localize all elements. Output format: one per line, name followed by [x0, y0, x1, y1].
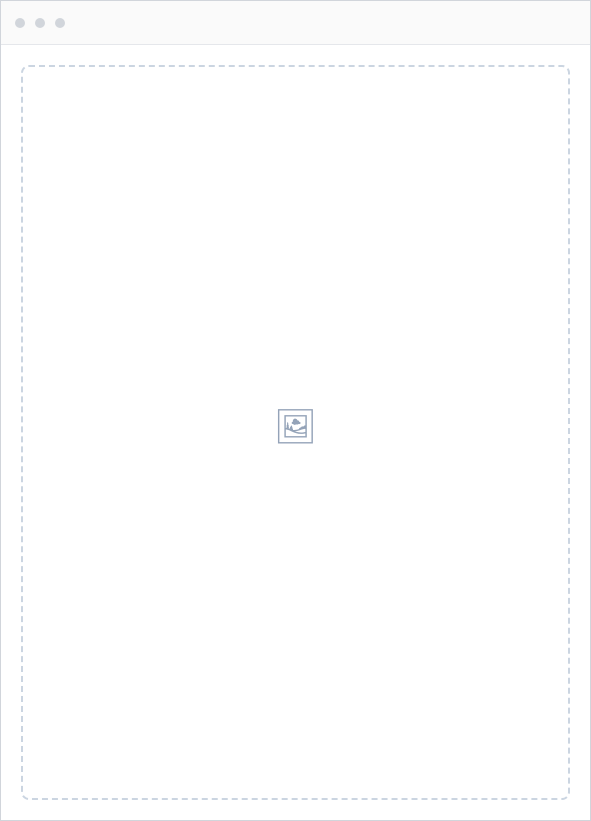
missing-screenshot-placeholder: 🖼	[21, 65, 570, 800]
window-dot	[15, 17, 25, 28]
top-bar	[1, 1, 590, 45]
image-icon: 🖼	[273, 406, 318, 447]
window-dot	[35, 17, 45, 28]
window-dot	[55, 17, 65, 28]
